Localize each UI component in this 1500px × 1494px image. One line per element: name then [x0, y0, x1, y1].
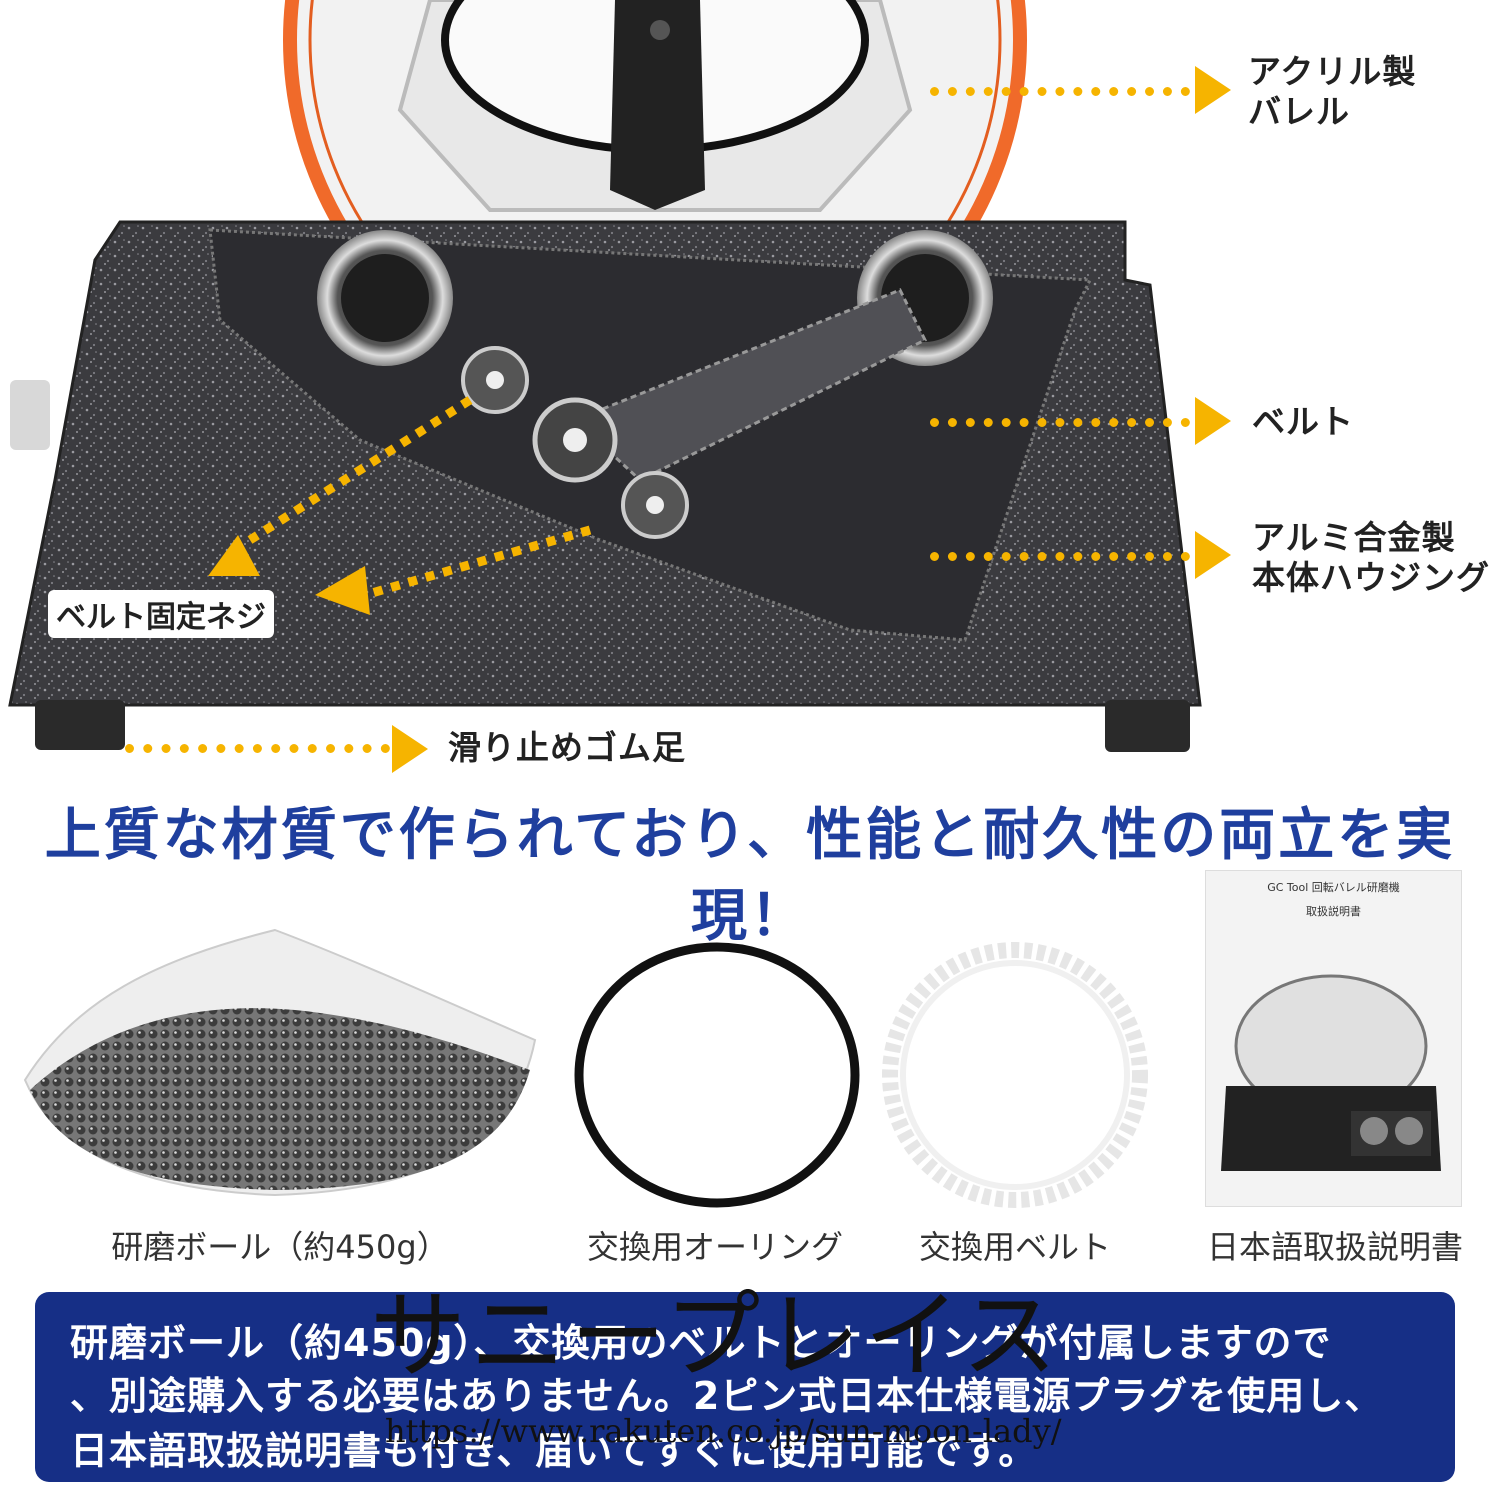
drive-rollers	[317, 230, 993, 366]
accessory-caption-belt: 交換用ベルト	[918, 1228, 1111, 1266]
manual-cover-subtitle: 取扱説明書	[1306, 905, 1361, 918]
info-box	[35, 1292, 1455, 1482]
screw-callout-arrows	[208, 396, 592, 615]
page-headline: 上質な材質で作られており、性能と耐久性の両立を実現！	[44, 803, 1456, 949]
belt-callout-line	[930, 418, 1190, 427]
barrel-callout-label: アクリル製 バレル	[1248, 52, 1417, 131]
feet-callout-arrow	[392, 725, 428, 773]
o-ring-image	[574, 942, 860, 1208]
manual-booklet-image: GC Tool 回転バレル研磨機 取扱説明書	[1205, 870, 1462, 1207]
shop-watermark: サニープレイス	[370, 1280, 1062, 1392]
url-watermark: https://www.rakuten.co.jp/sun-moon-lady/	[385, 1412, 1062, 1450]
accessory-caption-manual: 日本語取扱説明書	[1206, 1228, 1463, 1266]
manual-cover-title: GC Tool 回転バレル研磨機	[1267, 881, 1400, 894]
manual-cover-photo	[1221, 974, 1441, 1171]
info-line-1: 研磨ボール（約450g）、交換用のベルトとオーリングが付属しますので	[70, 1321, 1332, 1365]
belt-screw-callout-label: ベルト固定ネジ	[48, 590, 274, 638]
belt-pulleys	[461, 346, 689, 539]
info-line-3: 日本語取扱説明書も付き、届いてすぐに使用可能です。	[70, 1429, 1038, 1473]
belt-callout-label: ベルト	[1252, 402, 1354, 441]
rubber-feet	[35, 700, 1190, 752]
tumbler-machine-illustration	[8, 0, 1202, 752]
housing-callout-arrow	[1195, 531, 1231, 579]
housing-callout-line	[930, 552, 1190, 561]
feet-callout-line	[125, 744, 390, 753]
steel-balls-bag	[23, 928, 537, 1197]
barrel-callout-line	[930, 87, 1190, 96]
toothed-belt-image	[882, 942, 1148, 1208]
housing-callout-label: アルミ合金製 本体ハウジング	[1252, 518, 1490, 597]
feet-callout-label: 滑り止めゴム足	[448, 728, 686, 767]
barrel-callout-arrow	[1195, 66, 1231, 114]
accessory-caption-balls: 研磨ボール（約450g）	[111, 1228, 449, 1266]
drive-belt	[572, 288, 928, 482]
info-line-2: 、別途購入する必要はありません。2ピン式日本仕様電源プラグを使用し、	[70, 1374, 1384, 1418]
accessory-caption-oring: 交換用オーリング	[586, 1228, 843, 1266]
belt-callout-arrow	[1195, 397, 1231, 445]
